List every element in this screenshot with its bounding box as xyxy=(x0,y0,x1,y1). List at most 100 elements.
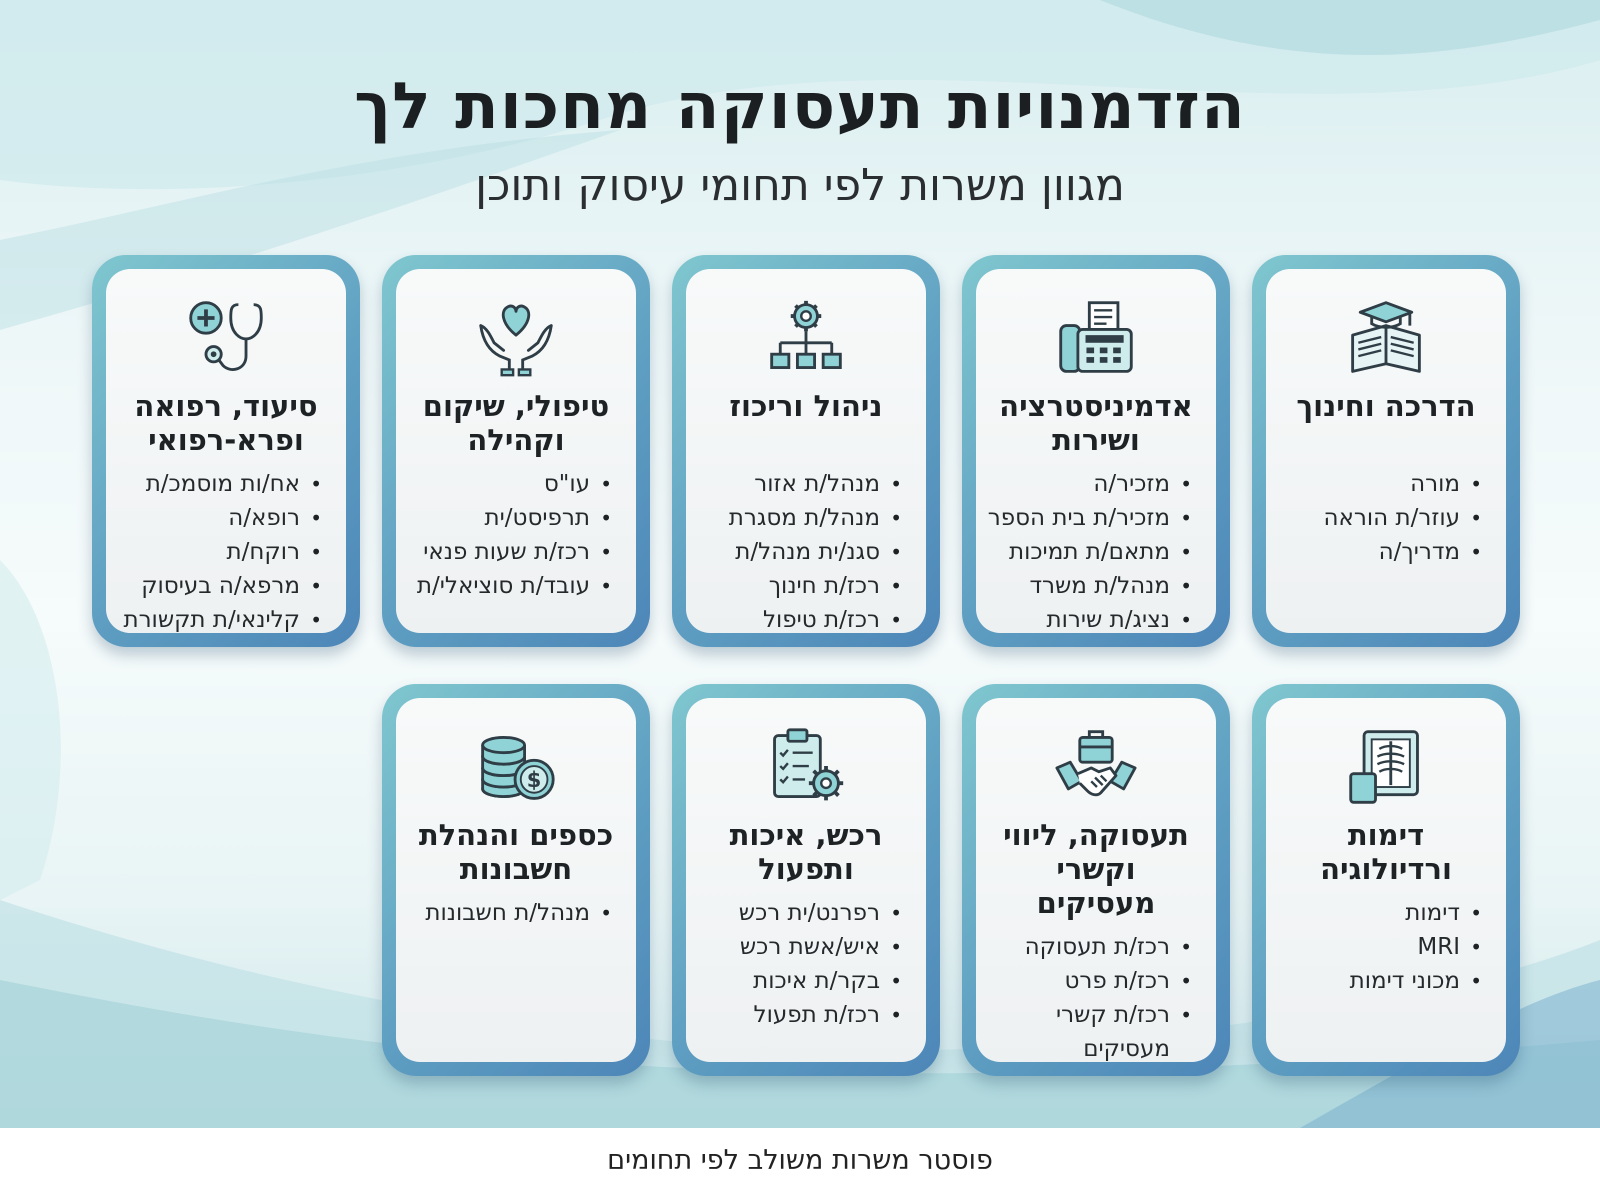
category-card: ניהול וריכוז•מנהל/ת אזור•מנהל/ת מסגרת•סג… xyxy=(672,255,940,647)
job-title: רפרנט/ית רכש xyxy=(738,900,880,926)
job-item: •רפרנט/ית רכש xyxy=(702,896,902,930)
category-title-line: דימות xyxy=(1347,818,1425,852)
bullet-icon: • xyxy=(890,540,902,564)
job-list: •רפרנט/ית רכש•איש/אשת רכש•בקר/ת איכות•רכ… xyxy=(702,896,910,1032)
job-title: עובד/ת סוציאלי/ת xyxy=(416,573,590,599)
job-item: • דימות xyxy=(1282,896,1482,930)
job-title: עוזר/ת הוראה xyxy=(1323,505,1460,531)
job-item: • רכז/ת שעות פנאי xyxy=(412,535,612,569)
category-title-line: וקשרי מעסיקים xyxy=(1036,852,1156,920)
job-title: מעסיקים xyxy=(1083,1036,1170,1062)
poster: הזדמנויות תעסוקה מחכות לך מגוון משרות לפ… xyxy=(0,0,1600,1128)
job-title: אח/ות מוסמכ/ת xyxy=(145,471,300,497)
job-list: •מנהל/ת חשבונות xyxy=(412,896,620,930)
category-title-line: הדרכה וחינוך xyxy=(1296,389,1476,423)
job-title: מנהל/ת מסגרת xyxy=(728,505,880,531)
job-item: • נציג/ת שירות xyxy=(992,603,1192,637)
job-title: דימות xyxy=(1405,900,1460,926)
job-title: מרפא/ה בעיסוק xyxy=(141,573,300,599)
bullet-icon: • xyxy=(600,506,612,530)
category-title-line: ופרא-רפואי xyxy=(148,423,304,457)
job-title: רכז/ת שעות פנאי xyxy=(423,539,590,565)
xray-scan-icon xyxy=(1343,726,1429,808)
bullet-icon: • xyxy=(600,901,612,925)
job-item: •מנהל/ת חשבונות xyxy=(412,896,612,930)
job-item: • בקר/ת איכות xyxy=(702,964,902,998)
job-item: • מנהל/ת מסגרת xyxy=(702,501,902,535)
bullet-icon: • xyxy=(600,472,612,496)
category-title-line: ורדיולוגיה xyxy=(1320,852,1452,886)
job-item: •עוזר/ת הוראה xyxy=(1282,501,1482,535)
job-item: •מרפא/ה בעיסוק xyxy=(122,569,322,603)
job-item: •מכוני דימות xyxy=(1282,964,1482,998)
category-card-body: ניהול וריכוז•מנהל/ת אזור•מנהל/ת מסגרת•סג… xyxy=(686,269,926,633)
job-title: רוקח/ת xyxy=(226,539,300,565)
job-item: • תרפיסט/ית xyxy=(412,501,612,535)
job-item: •אח/ות מוסמכ/ת xyxy=(122,467,322,501)
category-title-line: תעסוקה, ליווי xyxy=(1003,818,1189,852)
category-title-line: ניהול וריכוז xyxy=(729,389,883,423)
job-item: •קלינאי/ת תקשורת xyxy=(122,603,322,637)
category-card-body: הדרכה וחינוך•מורה•עוזר/ת הוראה•מדריך/ה xyxy=(1266,269,1506,633)
category-title: ניהול וריכוז xyxy=(702,389,910,457)
bullet-icon: • xyxy=(890,472,902,496)
job-title: מדריך/ה xyxy=(1378,539,1460,565)
bullet-icon: • xyxy=(890,935,902,959)
poster-subtitle: מגוון משרות לפי תחומי עיסוק ותוכן xyxy=(475,160,1125,211)
job-item: •איש/אשת רכש xyxy=(702,930,902,964)
category-title-line: סיעוד, רפואה xyxy=(134,389,318,423)
job-item: •רכז/ת טיפול xyxy=(702,603,902,637)
bullet-icon: • xyxy=(1180,608,1192,632)
org-chart-gear-icon xyxy=(763,297,849,379)
job-title: מנהל/ת משרד xyxy=(1029,573,1170,599)
job-title: תרפיסט/ית xyxy=(484,505,590,531)
graduation-book-icon xyxy=(1343,297,1429,379)
category-title-line: ושירות xyxy=(1052,423,1140,457)
job-title: עו"ס xyxy=(543,471,590,497)
job-title: MRI xyxy=(1417,934,1460,960)
job-item: מעסיקים xyxy=(992,1032,1192,1066)
category-card: הדרכה וחינוך•מורה•עוזר/ת הוראה•מדריך/ה xyxy=(1252,255,1520,647)
job-title: נציג/ת שירות xyxy=(1046,607,1170,633)
bullet-icon: • xyxy=(1180,472,1192,496)
job-item: •רכז/ת תעסוקה xyxy=(992,930,1192,964)
job-item: •סגנ/ית מנהל/ת xyxy=(702,535,902,569)
bullet-icon: • xyxy=(1180,506,1192,530)
job-item: •מנהל/ת אזור xyxy=(702,467,902,501)
bullet-icon: • xyxy=(890,574,902,598)
job-title: רכז/ת תפעול xyxy=(753,1002,881,1028)
clipboard-gear-icon xyxy=(763,726,849,808)
bullet-icon: • xyxy=(600,540,612,564)
job-list: •מזכיר/ה•מזכיר/ת בית הספר•מתאם/ת תמיכות•… xyxy=(988,467,1200,637)
job-item: •מתאם/ת תמיכות xyxy=(992,535,1192,569)
bullet-icon: • xyxy=(1470,901,1482,925)
job-title: מורה xyxy=(1410,471,1460,497)
job-title: רכז/ת טיפול xyxy=(762,607,880,633)
job-title: מכוני דימות xyxy=(1349,968,1460,994)
bullet-icon: • xyxy=(890,506,902,530)
category-title-line: טיפולי, שיקום xyxy=(422,389,610,423)
job-title: בקר/ת איכות xyxy=(753,968,880,994)
category-title: הדרכה וחינוך xyxy=(1282,389,1490,457)
bullet-icon: • xyxy=(1180,540,1192,564)
bullet-icon: • xyxy=(890,969,902,993)
job-title: רכז/ת תעסוקה xyxy=(1024,934,1170,960)
